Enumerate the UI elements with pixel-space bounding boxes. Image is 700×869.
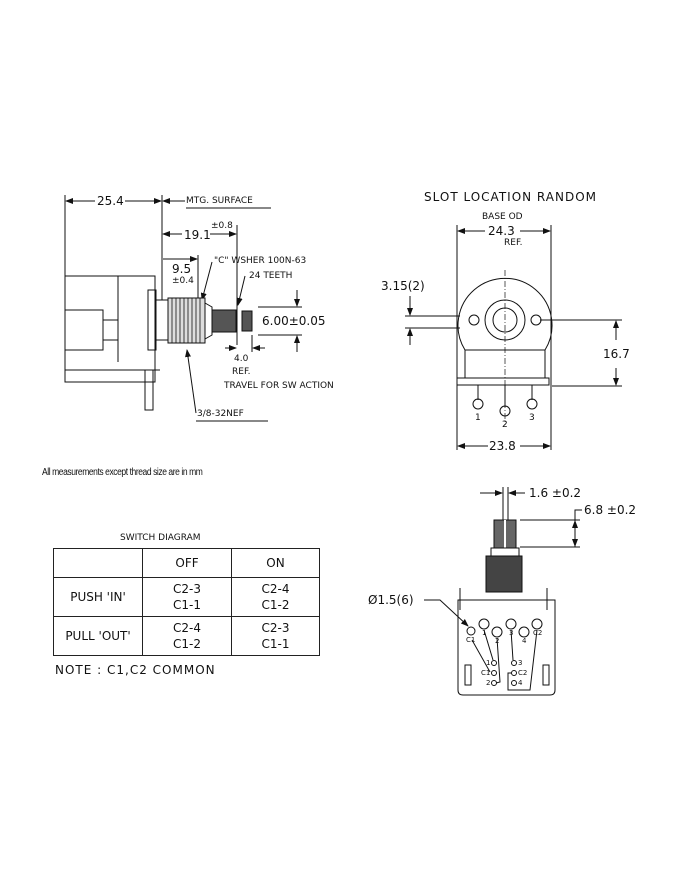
pin-c1-label: C1: [466, 636, 476, 644]
header-on: ON: [231, 548, 320, 578]
terminal-3-label: 3: [529, 413, 535, 423]
travel-dim: 4.0: [234, 354, 249, 364]
overall-length-dim: 25.4: [97, 194, 124, 208]
hole-dim: Ø1.5(6): [368, 593, 414, 607]
pad-1-label: 1: [486, 659, 491, 667]
pin-c2-label: C2: [533, 629, 543, 637]
header-off: OFF: [142, 548, 232, 578]
cell-line: C2-4: [173, 621, 201, 635]
pin-4-label: 4: [522, 637, 527, 645]
bushing-length-tolerance: ±0.4: [172, 276, 194, 286]
table-header-row: OFF ON: [53, 548, 320, 578]
cell-line: C2-4: [261, 582, 290, 596]
pin-2-label: 2: [495, 637, 500, 645]
pin-1-label: 1: [482, 629, 487, 637]
cell-line: C2-3: [261, 621, 290, 635]
pad-2-label: 2: [486, 679, 491, 687]
pad-c2-label: C2: [518, 669, 528, 677]
front-view-drawing: [405, 225, 622, 450]
base-od-dim: 24.3: [488, 224, 515, 238]
header-blank: [53, 548, 143, 578]
base-od-label: BASE OD: [482, 212, 523, 222]
travel-note: TRAVEL FOR SW ACTION: [224, 381, 334, 391]
slot-location-title: SLOT LOCATION RANDOM: [424, 190, 598, 204]
teeth-note: 24 TEETH: [249, 271, 293, 281]
cell-line: C1-1: [261, 637, 290, 651]
row-label: PUSH 'IN': [53, 577, 143, 617]
cell-line: C1-2: [261, 598, 290, 612]
base-od-ref: REF.: [504, 238, 523, 248]
cell-line: C1-1: [173, 598, 201, 612]
pad-c1-label: C1: [481, 669, 491, 677]
slot-dim: 3.15(2): [381, 279, 425, 293]
cell-line: C2-3: [173, 582, 201, 596]
terminal-2-label: 2: [502, 420, 508, 430]
common-note: NOTE : C1,C2 COMMON: [55, 663, 216, 677]
height-dim: 16.7: [603, 347, 630, 361]
cell-line: C1-2: [173, 637, 201, 651]
shaft-length-tolerance: ±0.8: [211, 221, 233, 231]
row-label: PULL 'OUT': [53, 616, 143, 656]
width-dim: 23.8: [489, 439, 516, 453]
knurl-length-dim: 6.8 ±0.2: [584, 503, 637, 517]
measurement-note: All measurements except thread size are …: [42, 467, 203, 478]
slot-width-dim: 1.6 ±0.2: [529, 486, 582, 500]
shaft-diameter-dim: 6.00±0.05: [262, 314, 326, 328]
shaft-length-dim: 19.1: [184, 228, 211, 242]
pad-3-label: 3: [518, 659, 523, 667]
thread-spec: 3/8-32NEF: [197, 409, 244, 419]
switch-view-drawing: [424, 487, 582, 696]
mounting-surface-label: MTG. SURFACE: [186, 196, 253, 206]
pad-4-label: 4: [518, 679, 523, 687]
side-view-drawing: [64, 195, 302, 422]
washer-note: "C" WSHER 100N-63: [214, 256, 307, 266]
switch-diagram-title: SWITCH DIAGRAM: [120, 533, 201, 543]
travel-ref: REF.: [232, 367, 251, 377]
terminal-1-label: 1: [475, 413, 481, 423]
bushing-length-dim: 9.5: [172, 262, 192, 276]
pin-3-label: 3: [509, 629, 514, 637]
